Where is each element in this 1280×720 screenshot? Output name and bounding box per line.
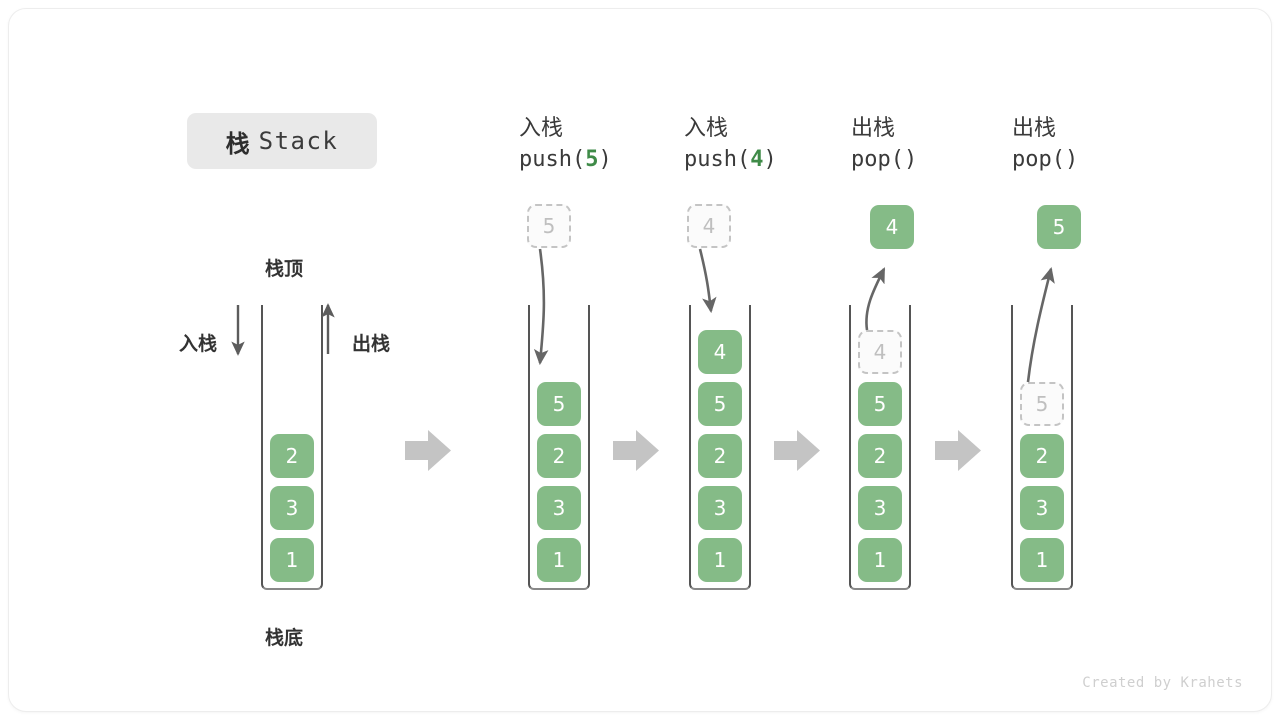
stack-cell: 3 — [537, 486, 581, 530]
header-cn: 入栈 — [519, 116, 564, 141]
incoming-ghost-cell: 4 — [687, 204, 731, 248]
header-code: push(5) — [519, 147, 612, 172]
stack-container-push-5 — [528, 305, 590, 590]
header-code: push(4) — [684, 147, 777, 172]
incoming-ghost-cell: 5 — [527, 204, 571, 248]
stack-cell: 5 — [537, 382, 581, 426]
stack-container-initial — [261, 305, 323, 590]
stack-container-push-4 — [689, 305, 751, 590]
stack-cell: 2 — [270, 434, 314, 478]
step-arrow-4 — [935, 430, 981, 471]
stack-cell: 4 — [698, 330, 742, 374]
push-arrow-4 — [698, 248, 717, 314]
stack-container-pop-5 — [1011, 305, 1073, 590]
stack-cell: 3 — [858, 486, 902, 530]
diagram-title-chip: 栈 Stack — [187, 113, 377, 169]
header-cn: 入栈 — [684, 116, 729, 141]
step-arrow-1 — [405, 430, 451, 471]
stack-cell: 2 — [858, 434, 902, 478]
header-cn: 出栈 — [851, 116, 896, 141]
header-code: pop() — [851, 147, 918, 172]
stack-bottom-label: 栈底 — [265, 627, 304, 649]
step-arrow-2 — [613, 430, 659, 471]
stack-cell: 1 — [858, 538, 902, 582]
stack-cell: 1 — [537, 538, 581, 582]
pop-direction-label: 出栈 — [352, 333, 391, 355]
stack-cell: 5 — [858, 382, 902, 426]
stack-cell: 2 — [1020, 434, 1064, 478]
column-header-pop-4: 出栈 pop() — [851, 114, 1051, 176]
stack-cell: 3 — [1020, 486, 1064, 530]
push-direction-label: 入栈 — [179, 333, 218, 355]
footer-credit: Created by Krahets — [1082, 675, 1243, 691]
header-code: pop() — [1012, 147, 1079, 172]
stack-cell: 1 — [270, 538, 314, 582]
stack-cell: 1 — [698, 538, 742, 582]
step-arrow-3 — [774, 430, 820, 471]
stack-cell: 1 — [1020, 538, 1064, 582]
stack-cell: 3 — [698, 486, 742, 530]
popped-cell: 5 — [1037, 205, 1081, 249]
title-cn: 栈 — [225, 129, 251, 158]
stack-ghost-cell: 4 — [858, 330, 902, 374]
popped-cell: 4 — [870, 205, 914, 249]
stack-top-label: 栈顶 — [265, 258, 304, 280]
stack-ghost-cell: 5 — [1020, 382, 1064, 426]
stack-container-pop-4 — [849, 305, 911, 590]
column-header-push-4: 入栈 push(4) — [684, 114, 884, 176]
stack-cell: 5 — [698, 382, 742, 426]
column-header-push-5: 入栈 push(5) — [519, 114, 719, 176]
diagram-card: 栈 Stack 栈顶 入栈 出栈 2 3 1 栈底 入栈 push(5) 5 5… — [8, 8, 1272, 712]
stack-cell: 2 — [698, 434, 742, 478]
header-cn: 出栈 — [1012, 116, 1057, 141]
title-en: Stack — [258, 127, 339, 155]
column-header-pop-5: 出栈 pop() — [1012, 114, 1212, 176]
stack-cell: 2 — [537, 434, 581, 478]
stack-cell: 3 — [270, 486, 314, 530]
